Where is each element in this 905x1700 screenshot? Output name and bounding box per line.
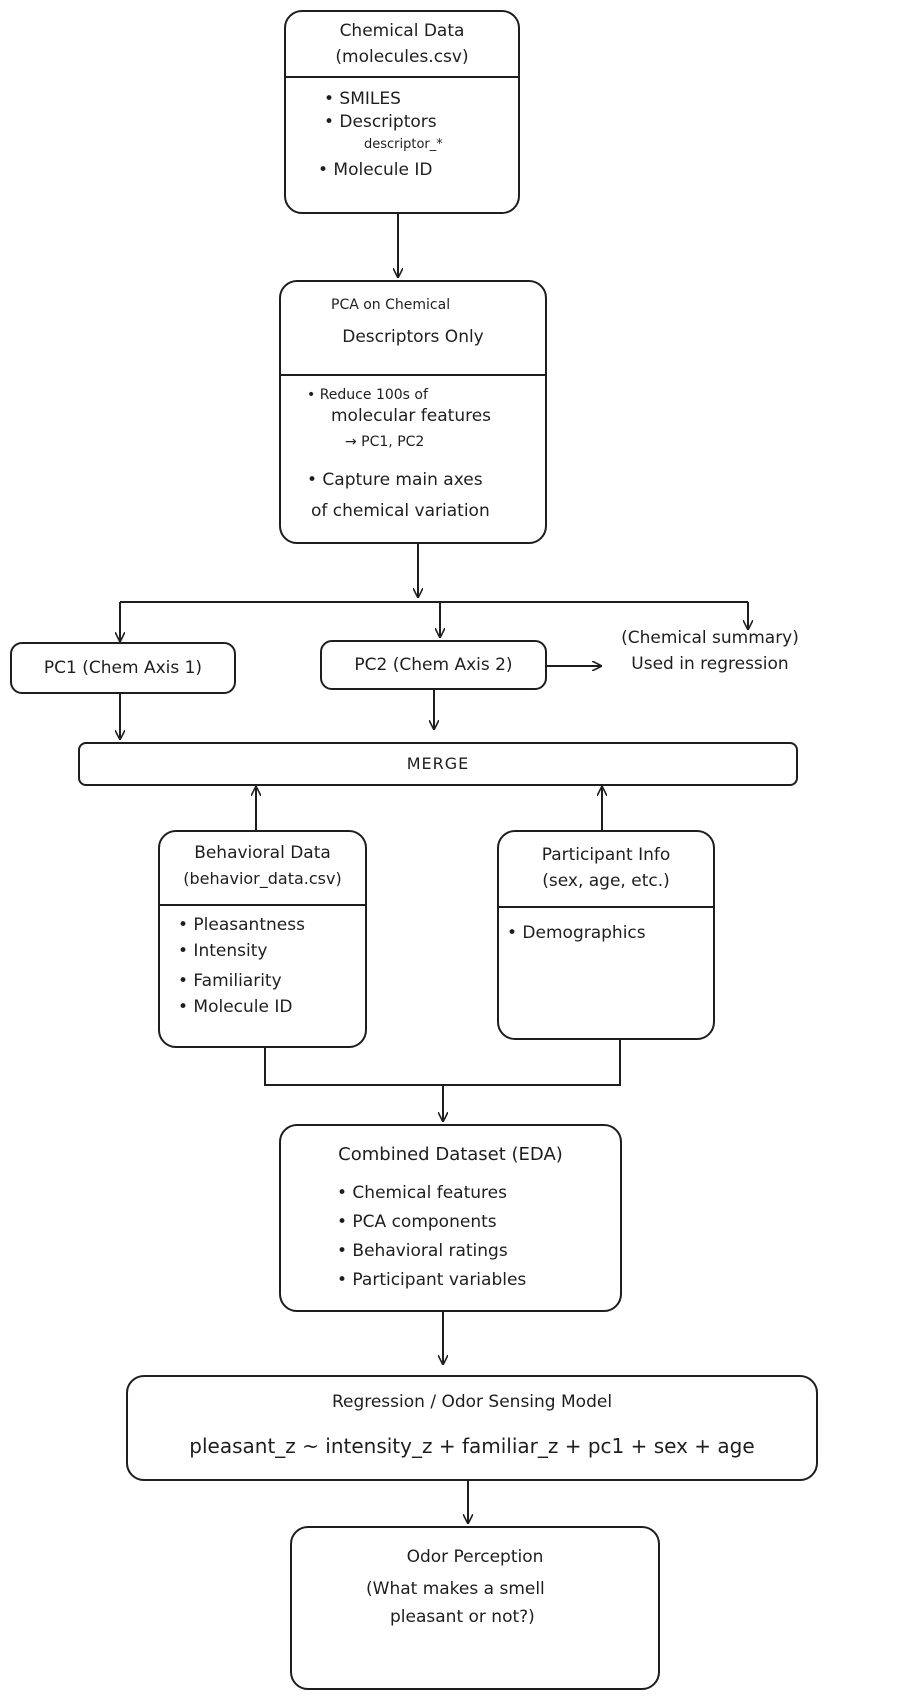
odor-perception-box: Odor Perception (What makes a smell plea… [290, 1526, 660, 1690]
participant-info-header: Participant Info (sex, age, etc.) [499, 832, 713, 908]
combined-dataset-box: Combined Dataset (EDA) • Chemical featur… [279, 1124, 622, 1312]
behavioral-bullet-intensity: • Intensity [178, 941, 268, 961]
chemical-summary-line2: Used in regression [631, 654, 789, 674]
participant-info-box: Participant Info (sex, age, etc.) • Demo… [497, 830, 715, 1040]
combined-dataset-title: Combined Dataset (EDA) [338, 1144, 563, 1165]
chemical-data-title: Chemical Data [339, 21, 465, 41]
chemical-data-subtitle: (molecules.csv) [335, 47, 469, 67]
merge-label: MERGE [406, 754, 470, 773]
regression-formula: pleasant_z ~ intensity_z + familiar_z + … [189, 1434, 755, 1458]
behavioral-data-header: Behavioral Data (behavior_data.csv) [160, 832, 365, 906]
behavioral-data-title: Behavioral Data [194, 843, 331, 863]
merge-box: MERGE [78, 742, 798, 786]
chemical-bullet-smiles: • SMILES [324, 89, 401, 109]
participant-bullet-demographics: • Demographics [507, 923, 646, 943]
pca-header: PCA on Chemical Descriptors Only [281, 282, 545, 376]
combined-bullet-pca: • PCA components [337, 1212, 497, 1232]
behavioral-bullet-pleasantness: • Pleasantness [178, 915, 305, 935]
participant-info-title: Participant Info [541, 845, 671, 865]
pca-box: PCA on Chemical Descriptors Only • Reduc… [279, 280, 547, 544]
participant-info-subtitle: (sex, age, etc.) [542, 871, 670, 891]
chemical-data-box: Chemical Data (molecules.csv) • SMILES •… [284, 10, 520, 214]
behavioral-data-box: Behavioral Data (behavior_data.csv) • Pl… [158, 830, 367, 1048]
regression-title: Regression / Odor Sensing Model [331, 1392, 613, 1412]
chemical-bullet-descriptors: • Descriptors [324, 112, 437, 132]
pc2-box: PC2 (Chem Axis 2) [320, 640, 547, 690]
pc1-label: PC1 (Chem Axis 1) [43, 658, 203, 678]
chemical-data-header: Chemical Data (molecules.csv) [286, 12, 518, 78]
pca-bullet-reduce-line3: → PC1, PC2 [345, 434, 425, 450]
regression-box: Regression / Odor Sensing Model pleasant… [126, 1375, 818, 1481]
pca-title-line1: PCA on Chemical [331, 297, 451, 313]
chemical-summary-note: (Chemical summary) Used in regression [600, 625, 820, 677]
combined-bullet-chemical: • Chemical features [337, 1183, 507, 1203]
pca-bullet-capture-line2: of chemical variation [311, 501, 490, 521]
chemical-summary-line1: (Chemical summary) [621, 628, 799, 648]
behavioral-data-subtitle: (behavior_data.csv) [183, 869, 342, 888]
pc2-label: PC2 (Chem Axis 2) [354, 655, 513, 675]
pca-bullet-reduce-line2: molecular features [331, 406, 492, 426]
odor-perception-title: Odor Perception [406, 1547, 544, 1567]
odor-perception-line3: pleasant or not?) [390, 1607, 535, 1627]
pca-bullet-reduce: • Reduce 100s of [307, 387, 428, 403]
behavioral-bullet-molecule-id: • Molecule ID [178, 997, 293, 1017]
behavioral-bullet-familiarity: • Familiarity [178, 971, 282, 991]
pca-bullet-capture: • Capture main axes [307, 470, 483, 490]
combined-bullet-behavioral: • Behavioral ratings [337, 1241, 508, 1261]
pca-title-line2: Descriptors Only [342, 327, 484, 347]
chemical-descriptor-note: descriptor_* [364, 137, 443, 152]
chemical-bullet-molecule-id: • Molecule ID [318, 160, 433, 180]
pc1-box: PC1 (Chem Axis 1) [10, 642, 236, 694]
odor-perception-line2: (What makes a smell [366, 1579, 545, 1599]
combined-bullet-participant: • Participant variables [337, 1270, 527, 1290]
